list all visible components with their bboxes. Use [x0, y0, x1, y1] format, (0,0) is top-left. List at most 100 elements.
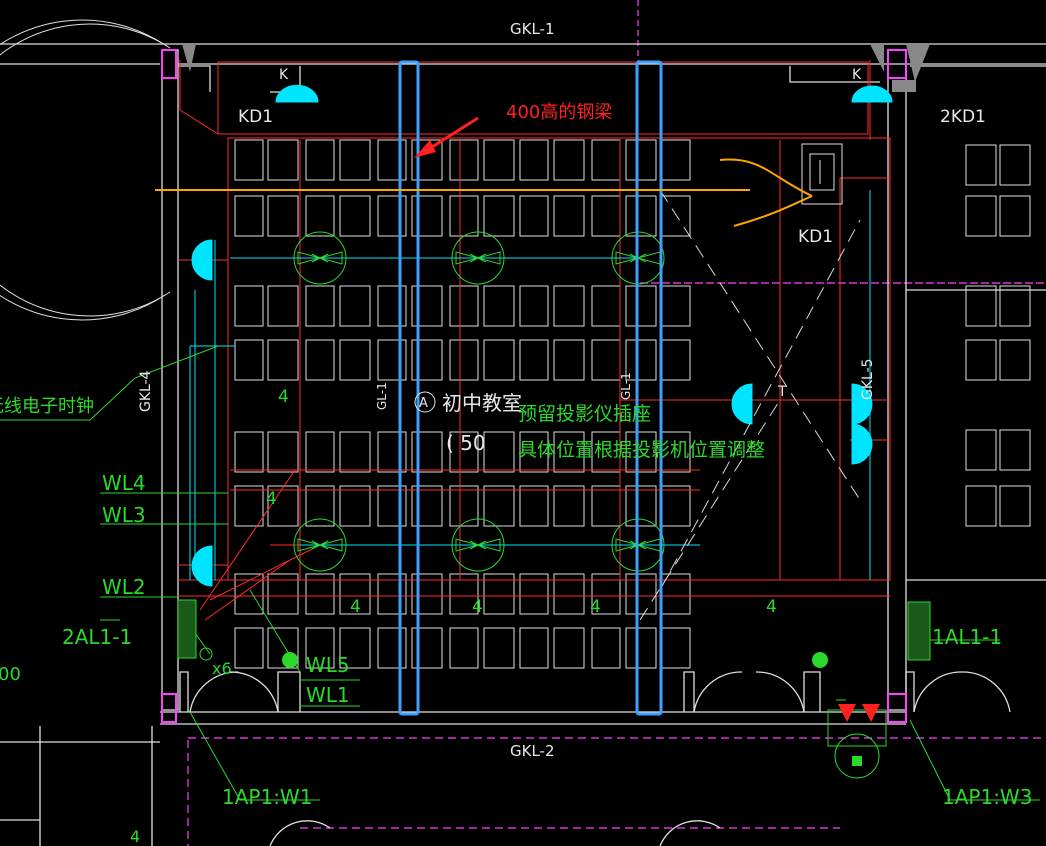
- beam-label-top: GKL-1: [510, 20, 555, 38]
- desk: [625, 195, 657, 237]
- wiring-red: [178, 60, 891, 621]
- desk: [483, 285, 515, 327]
- desk: [305, 485, 335, 527]
- desk: [519, 627, 549, 669]
- desk: [267, 485, 299, 527]
- desk: [234, 195, 264, 237]
- walls: [0, 43, 1046, 846]
- desk: [483, 485, 515, 527]
- desk: [519, 431, 549, 473]
- desk: [519, 285, 549, 327]
- desk: [411, 431, 443, 473]
- panel-right-label: 1AL1-1: [932, 625, 1002, 649]
- circuit-wl5: WL5: [306, 653, 350, 677]
- desk: [305, 285, 335, 327]
- desk: [449, 339, 479, 381]
- beam-label-left: GKL-4: [138, 370, 154, 412]
- desk: [483, 139, 515, 181]
- desk: [625, 139, 657, 181]
- desk: [377, 573, 407, 615]
- desk: [339, 573, 371, 615]
- desk: [411, 285, 443, 327]
- desk: [519, 195, 549, 237]
- wire-count: 4: [472, 597, 483, 617]
- desk: [339, 195, 371, 237]
- ap-right-label: 1AP1:W3: [942, 785, 1032, 809]
- desk: [625, 627, 657, 669]
- desk: [965, 485, 997, 527]
- circuit-wl2: WL2: [102, 575, 146, 599]
- desk: [591, 339, 621, 381]
- desk: [661, 139, 691, 181]
- desk: [661, 339, 691, 381]
- annotation-arrow: [414, 116, 479, 158]
- desk: [267, 627, 299, 669]
- desk: [449, 627, 479, 669]
- desk: [411, 195, 443, 237]
- structural-corners: [182, 44, 930, 92]
- desk: [483, 339, 515, 381]
- distribution-panels: [177, 599, 931, 766]
- desk: [267, 573, 299, 615]
- desk: [449, 195, 479, 237]
- desk: [377, 339, 407, 381]
- desk: [305, 431, 335, 473]
- desk: [449, 139, 479, 181]
- room-name: 初中教室: [442, 391, 522, 415]
- wire-count: 4: [130, 827, 140, 846]
- desk: [305, 139, 335, 181]
- desk: [553, 627, 585, 669]
- desk: [377, 431, 407, 473]
- kd1-left-label: KD1: [238, 107, 273, 127]
- desk: [553, 339, 585, 381]
- beam-label-mid-right: GL-1: [619, 372, 633, 400]
- desk: [661, 627, 691, 669]
- desk: [377, 195, 407, 237]
- beam-label-right: GKL-5: [860, 358, 876, 400]
- desk: [553, 431, 585, 473]
- desk: [305, 195, 335, 237]
- desk: [999, 144, 1031, 186]
- desk: [411, 485, 443, 527]
- wire-count: 4: [266, 489, 277, 509]
- desk: [519, 485, 549, 527]
- x6-label: x6: [212, 659, 232, 678]
- desk: [377, 485, 407, 527]
- desk: [234, 431, 264, 473]
- desk: [234, 339, 264, 381]
- desk: [339, 285, 371, 327]
- desk: [661, 285, 691, 327]
- kd1-mid-label: KD1: [798, 227, 833, 247]
- kd1-box: [801, 143, 843, 205]
- ap-left-label: 1AP1:W1: [222, 785, 312, 809]
- steel-beam-annotation: 400高的钢梁: [506, 102, 612, 123]
- desk: [625, 485, 657, 527]
- steel-beam-highlights: [398, 60, 663, 716]
- desk: [591, 139, 621, 181]
- wire-count: 4: [278, 387, 289, 407]
- panel-left-label: 2AL1-1: [62, 625, 132, 649]
- circuit-wl1: WL1: [306, 683, 350, 707]
- projector-note-line1: 预留投影仪插座: [518, 403, 651, 425]
- wire-count: 4: [766, 597, 777, 617]
- desk: [999, 285, 1031, 327]
- desk: [553, 485, 585, 527]
- desk: [519, 139, 549, 181]
- desk: [625, 339, 657, 381]
- desk: [965, 285, 997, 327]
- desk: [411, 627, 443, 669]
- desk: [377, 139, 407, 181]
- sketch-markup: [155, 158, 813, 227]
- circuit-wl4: WL4: [102, 471, 146, 495]
- desk: [999, 429, 1031, 471]
- kd1-right-label: 2KD1: [940, 107, 986, 127]
- desk: [591, 195, 621, 237]
- left-edge-text: 00: [0, 664, 21, 685]
- room-marker-circle: [414, 391, 436, 413]
- desk: [553, 573, 585, 615]
- desk: [965, 339, 997, 381]
- projector-note-line2: 具体位置根据投影机位置调整: [518, 439, 765, 461]
- desk: [234, 627, 264, 669]
- clock-note: 无线电子时钟: [0, 396, 94, 417]
- room-area: ( 50: [446, 431, 486, 455]
